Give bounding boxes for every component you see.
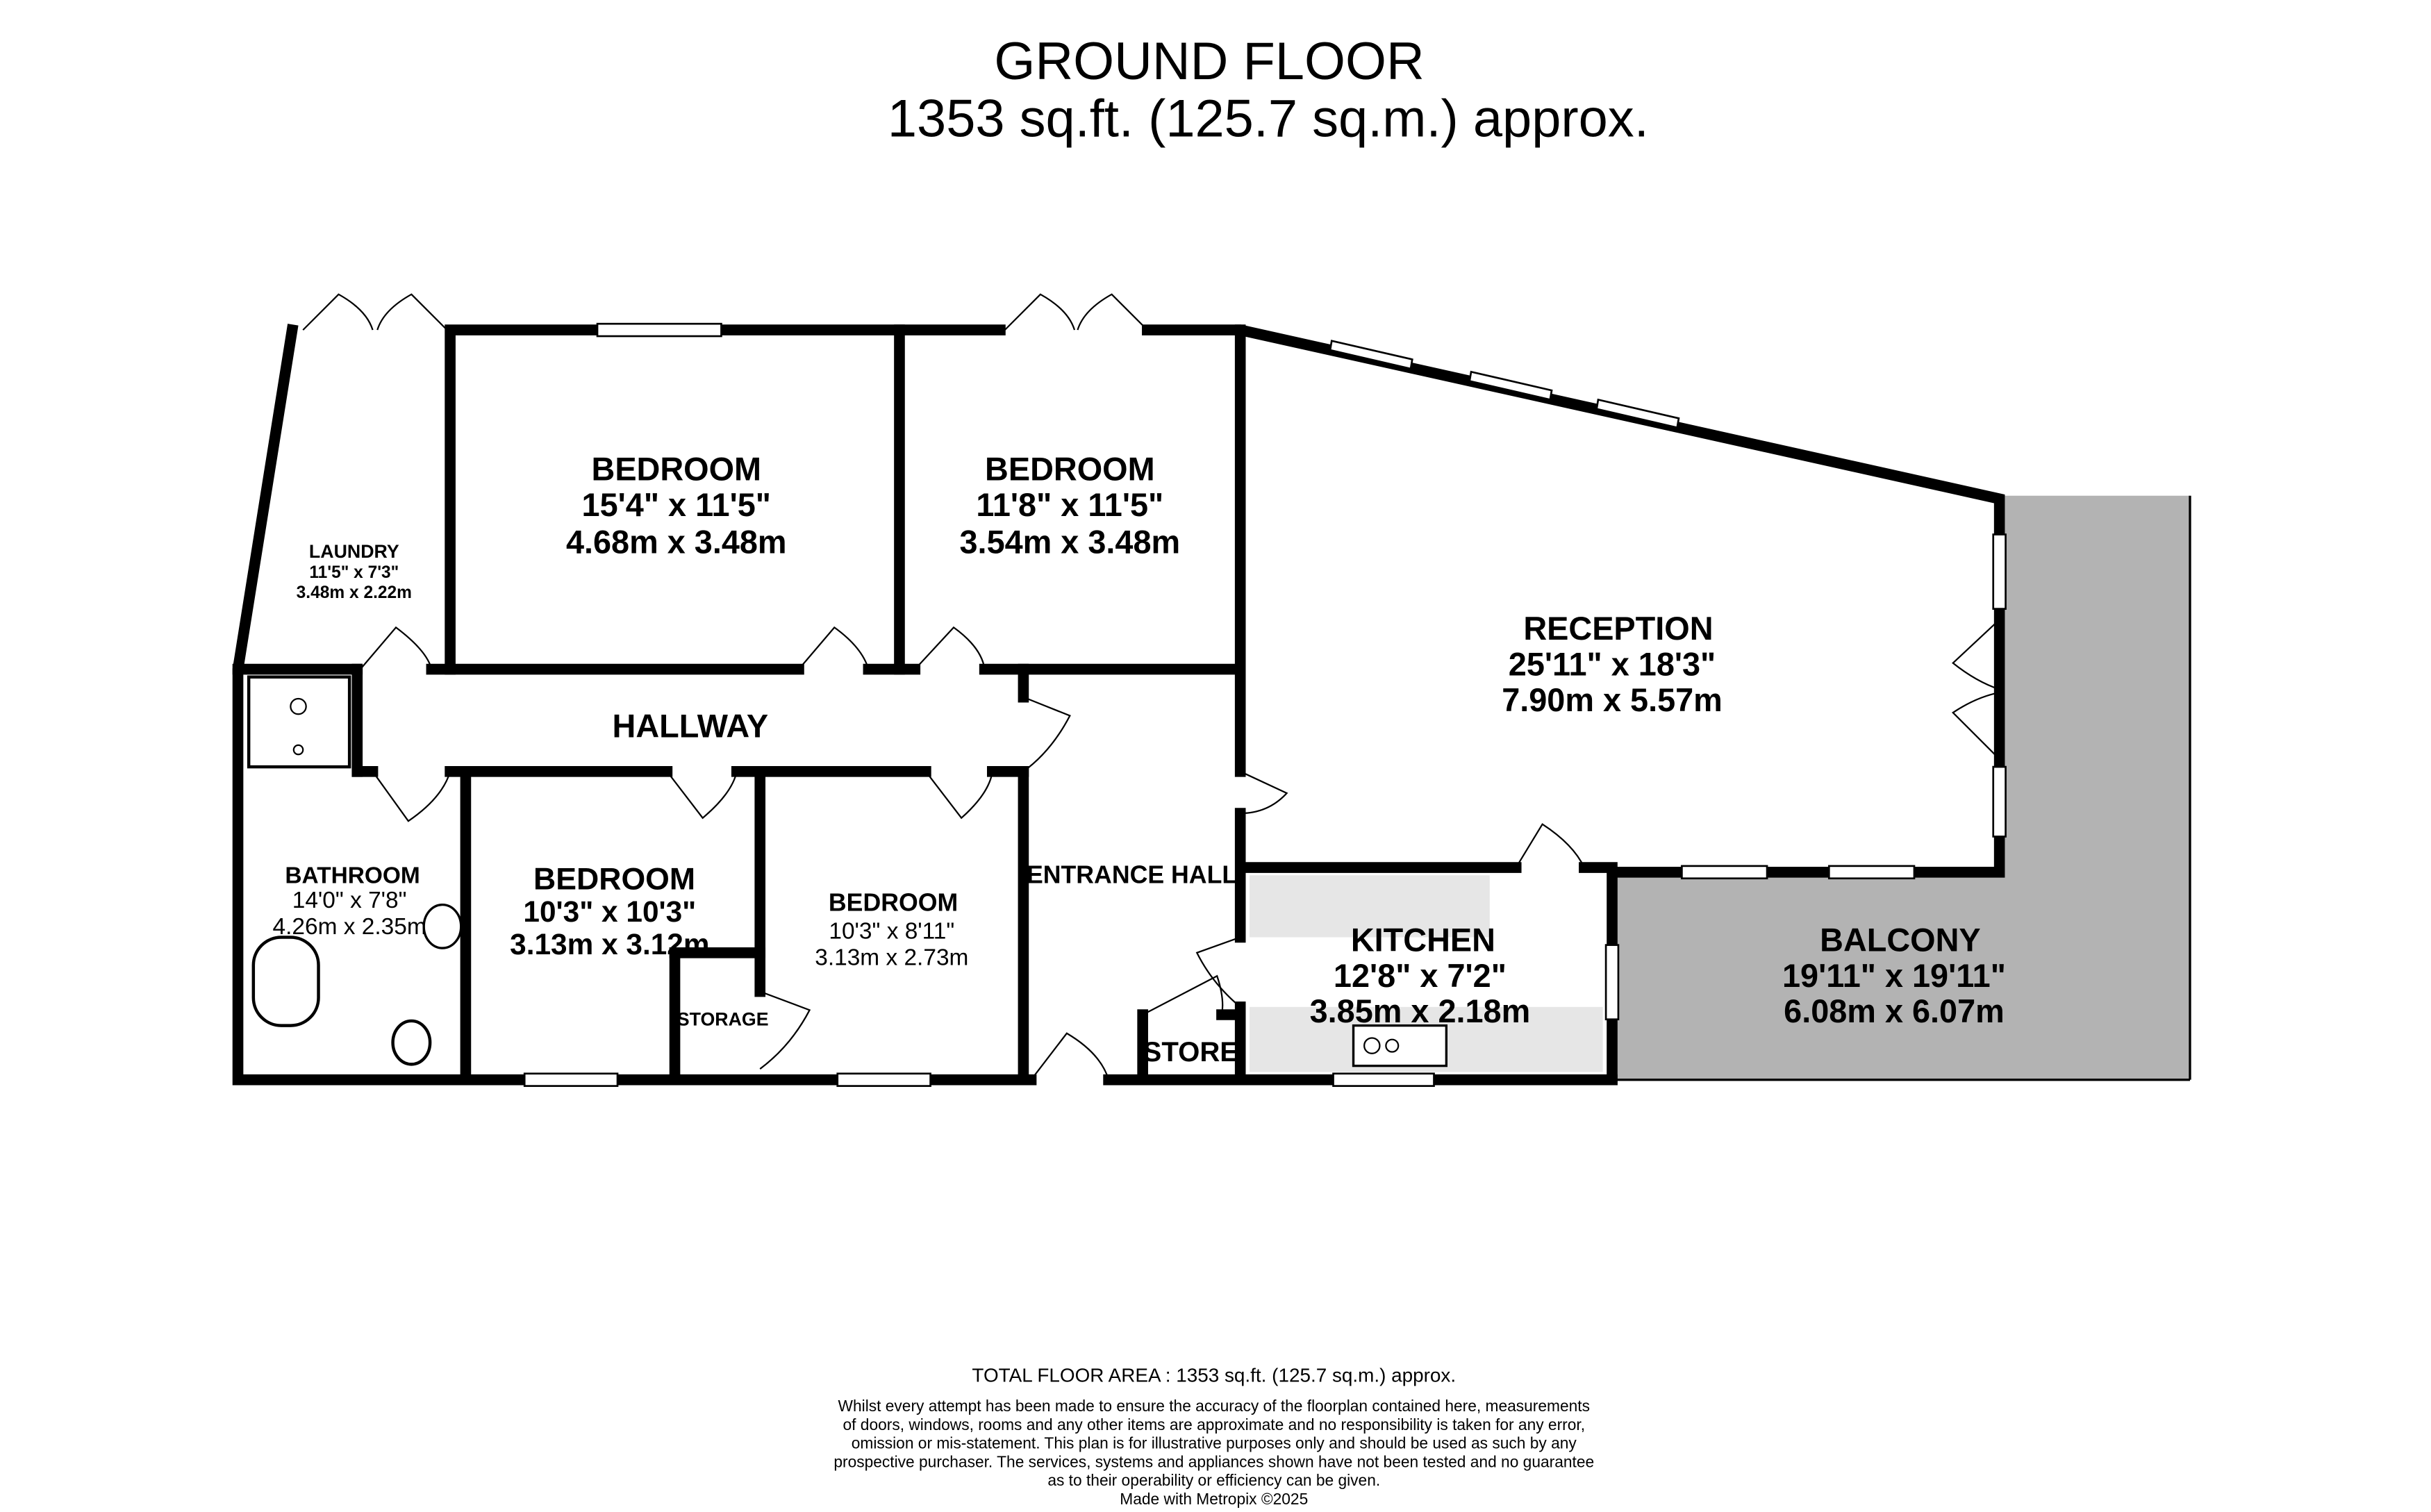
floor-title: GROUND FLOOR (994, 32, 1424, 91)
svg-text:KITCHEN: KITCHEN (1351, 922, 1495, 958)
svg-text:4.68m x 3.48m: 4.68m x 3.48m (566, 524, 787, 560)
svg-text:11'8" x 11'5": 11'8" x 11'5" (976, 487, 1163, 523)
room-bedroom-1: BEDROOM 15'4" x 11'5" 4.68m x 3.48m (566, 451, 787, 560)
room-reception: RECEPTION 25'11" x 18'3" 7.90m x 5.57m (1502, 610, 1723, 718)
walls (232, 324, 2005, 1086)
floor-area: 1353 sq.ft. (125.7 sq.m.) approx. (888, 89, 1649, 148)
svg-text:15'4" x 11'5": 15'4" x 11'5" (582, 487, 771, 523)
svg-text:3.54m x 3.48m: 3.54m x 3.48m (960, 524, 1181, 560)
svg-text:3.48m x 2.22m: 3.48m x 2.22m (297, 583, 412, 602)
svg-text:LAUNDRY: LAUNDRY (309, 541, 399, 562)
svg-text:as to their operability or eff: as to their operability or efficiency ca… (1047, 1471, 1380, 1489)
svg-text:BALCONY: BALCONY (1820, 922, 1981, 958)
total-floor-area: TOTAL FLOOR AREA : 1353 sq.ft. (125.7 sq… (972, 1365, 1456, 1386)
doors (302, 293, 2000, 1081)
disclaimer: Whilst every attempt has been made to en… (833, 1397, 1594, 1489)
kitchen-sink (1352, 1024, 1448, 1067)
room-balcony: BALCONY 19'11" x 19'11" 6.08m x 6.07m (1782, 922, 2006, 1030)
svg-text:omission or mis-statement. Thi: omission or mis-statement. This plan is … (852, 1434, 1577, 1452)
room-hallway: HALLWAY (613, 708, 769, 745)
room-bathroom: BATHROOM 14'0" x 7'8" 4.26m x 2.35m (273, 863, 426, 940)
svg-text:BEDROOM: BEDROOM (533, 862, 695, 896)
svg-text:10'3" x 10'3": 10'3" x 10'3" (523, 895, 696, 928)
svg-text:25'11" x 18'3": 25'11" x 18'3" (1509, 647, 1716, 683)
windows (523, 322, 2007, 1087)
svg-text:3.13m x 2.73m: 3.13m x 2.73m (815, 945, 968, 971)
svg-text:12'8" x 7'2": 12'8" x 7'2" (1334, 958, 1507, 994)
svg-text:7.90m x 5.57m: 7.90m x 5.57m (1502, 682, 1723, 718)
room-laundry: LAUNDRY 11'5" x 7'3" 3.48m x 2.22m (297, 541, 412, 602)
svg-text:BATHROOM: BATHROOM (285, 863, 420, 888)
room-kitchen: KITCHEN 12'8" x 7'2" 3.85m x 2.18m (1310, 922, 1531, 1030)
room-bedroom-2: BEDROOM 11'8" x 11'5" 3.54m x 3.48m (960, 451, 1181, 560)
room-store: STORE (1143, 1036, 1239, 1067)
svg-text:3.85m x 2.18m: 3.85m x 2.18m (1310, 993, 1531, 1029)
svg-text:3.13m x 3.12m: 3.13m x 3.12m (510, 928, 709, 961)
credit: Made with Metropix ©2025 (1120, 1490, 1308, 1508)
svg-text:11'5" x 7'3": 11'5" x 7'3" (309, 563, 399, 582)
svg-text:BEDROOM: BEDROOM (592, 451, 762, 487)
room-storage: STORAGE (677, 1009, 769, 1030)
svg-text:10'3" x 8'11": 10'3" x 8'11" (829, 919, 954, 945)
bathroom-fixtures (247, 675, 463, 1066)
svg-text:4.26m x 2.35m: 4.26m x 2.35m (273, 914, 426, 940)
svg-text:Whilst every attempt has been: Whilst every attempt has been made to en… (838, 1397, 1590, 1415)
balcony-area (1612, 495, 2191, 1080)
svg-text:prospective purchaser. The ser: prospective purchaser. The services, sys… (833, 1452, 1594, 1470)
svg-text:of doors, windows, rooms and a: of doors, windows, rooms and any other i… (843, 1415, 1586, 1434)
svg-text:6.08m x 6.07m: 6.08m x 6.07m (1784, 993, 2005, 1029)
room-bedroom-4: BEDROOM 10'3" x 8'11" 3.13m x 2.73m (815, 889, 968, 971)
svg-text:RECEPTION: RECEPTION (1523, 610, 1713, 647)
svg-text:14'0" x 7'8": 14'0" x 7'8" (292, 888, 407, 913)
room-bedroom-3: BEDROOM 10'3" x 10'3" 3.13m x 3.12m (510, 862, 709, 961)
svg-text:BEDROOM: BEDROOM (829, 889, 958, 917)
svg-text:BEDROOM: BEDROOM (985, 451, 1155, 487)
kitchen-units (1250, 875, 1490, 938)
svg-text:19'11" x 19'11": 19'11" x 19'11" (1782, 958, 2006, 994)
room-entrance-hall: ENTRANCE HALL (1027, 861, 1237, 888)
